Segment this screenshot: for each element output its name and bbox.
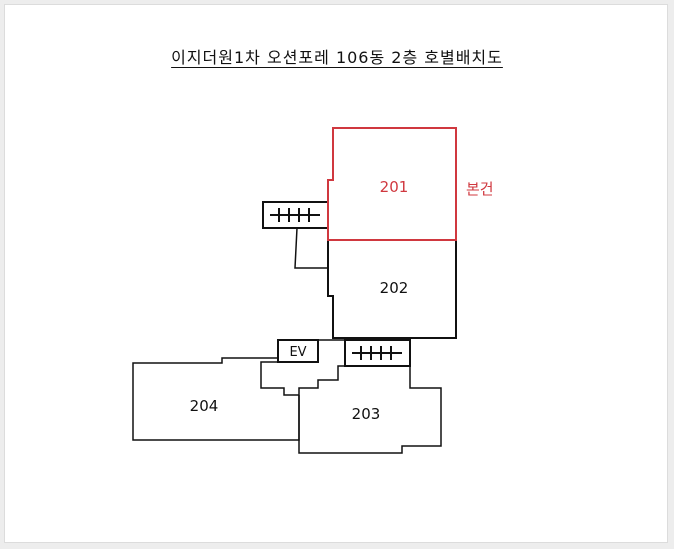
stair-symbol-bottom — [352, 346, 402, 360]
stair-symbol-top — [270, 208, 320, 222]
unit-203-label: 203 — [352, 405, 381, 423]
unit-204-outline — [132, 357, 300, 441]
page-title: 이지더원1차 오션포레 106동 2층 호별배치도 — [0, 44, 674, 68]
unit-204-label: 204 — [190, 397, 219, 415]
title-text: 이지더원1차 오션포레 106동 2층 호별배치도 — [171, 48, 503, 67]
ev-label: EV — [289, 345, 306, 360]
unit-201-label: 201 — [380, 178, 409, 196]
unit-202-outline — [327, 240, 457, 339]
unit-203-outline — [298, 365, 442, 454]
unit-201-outline — [327, 127, 457, 241]
subject-label: 본건 — [466, 180, 494, 198]
corridor-outline — [294, 227, 328, 269]
unit-202-label: 202 — [380, 279, 409, 297]
ev-box — [277, 339, 319, 363]
